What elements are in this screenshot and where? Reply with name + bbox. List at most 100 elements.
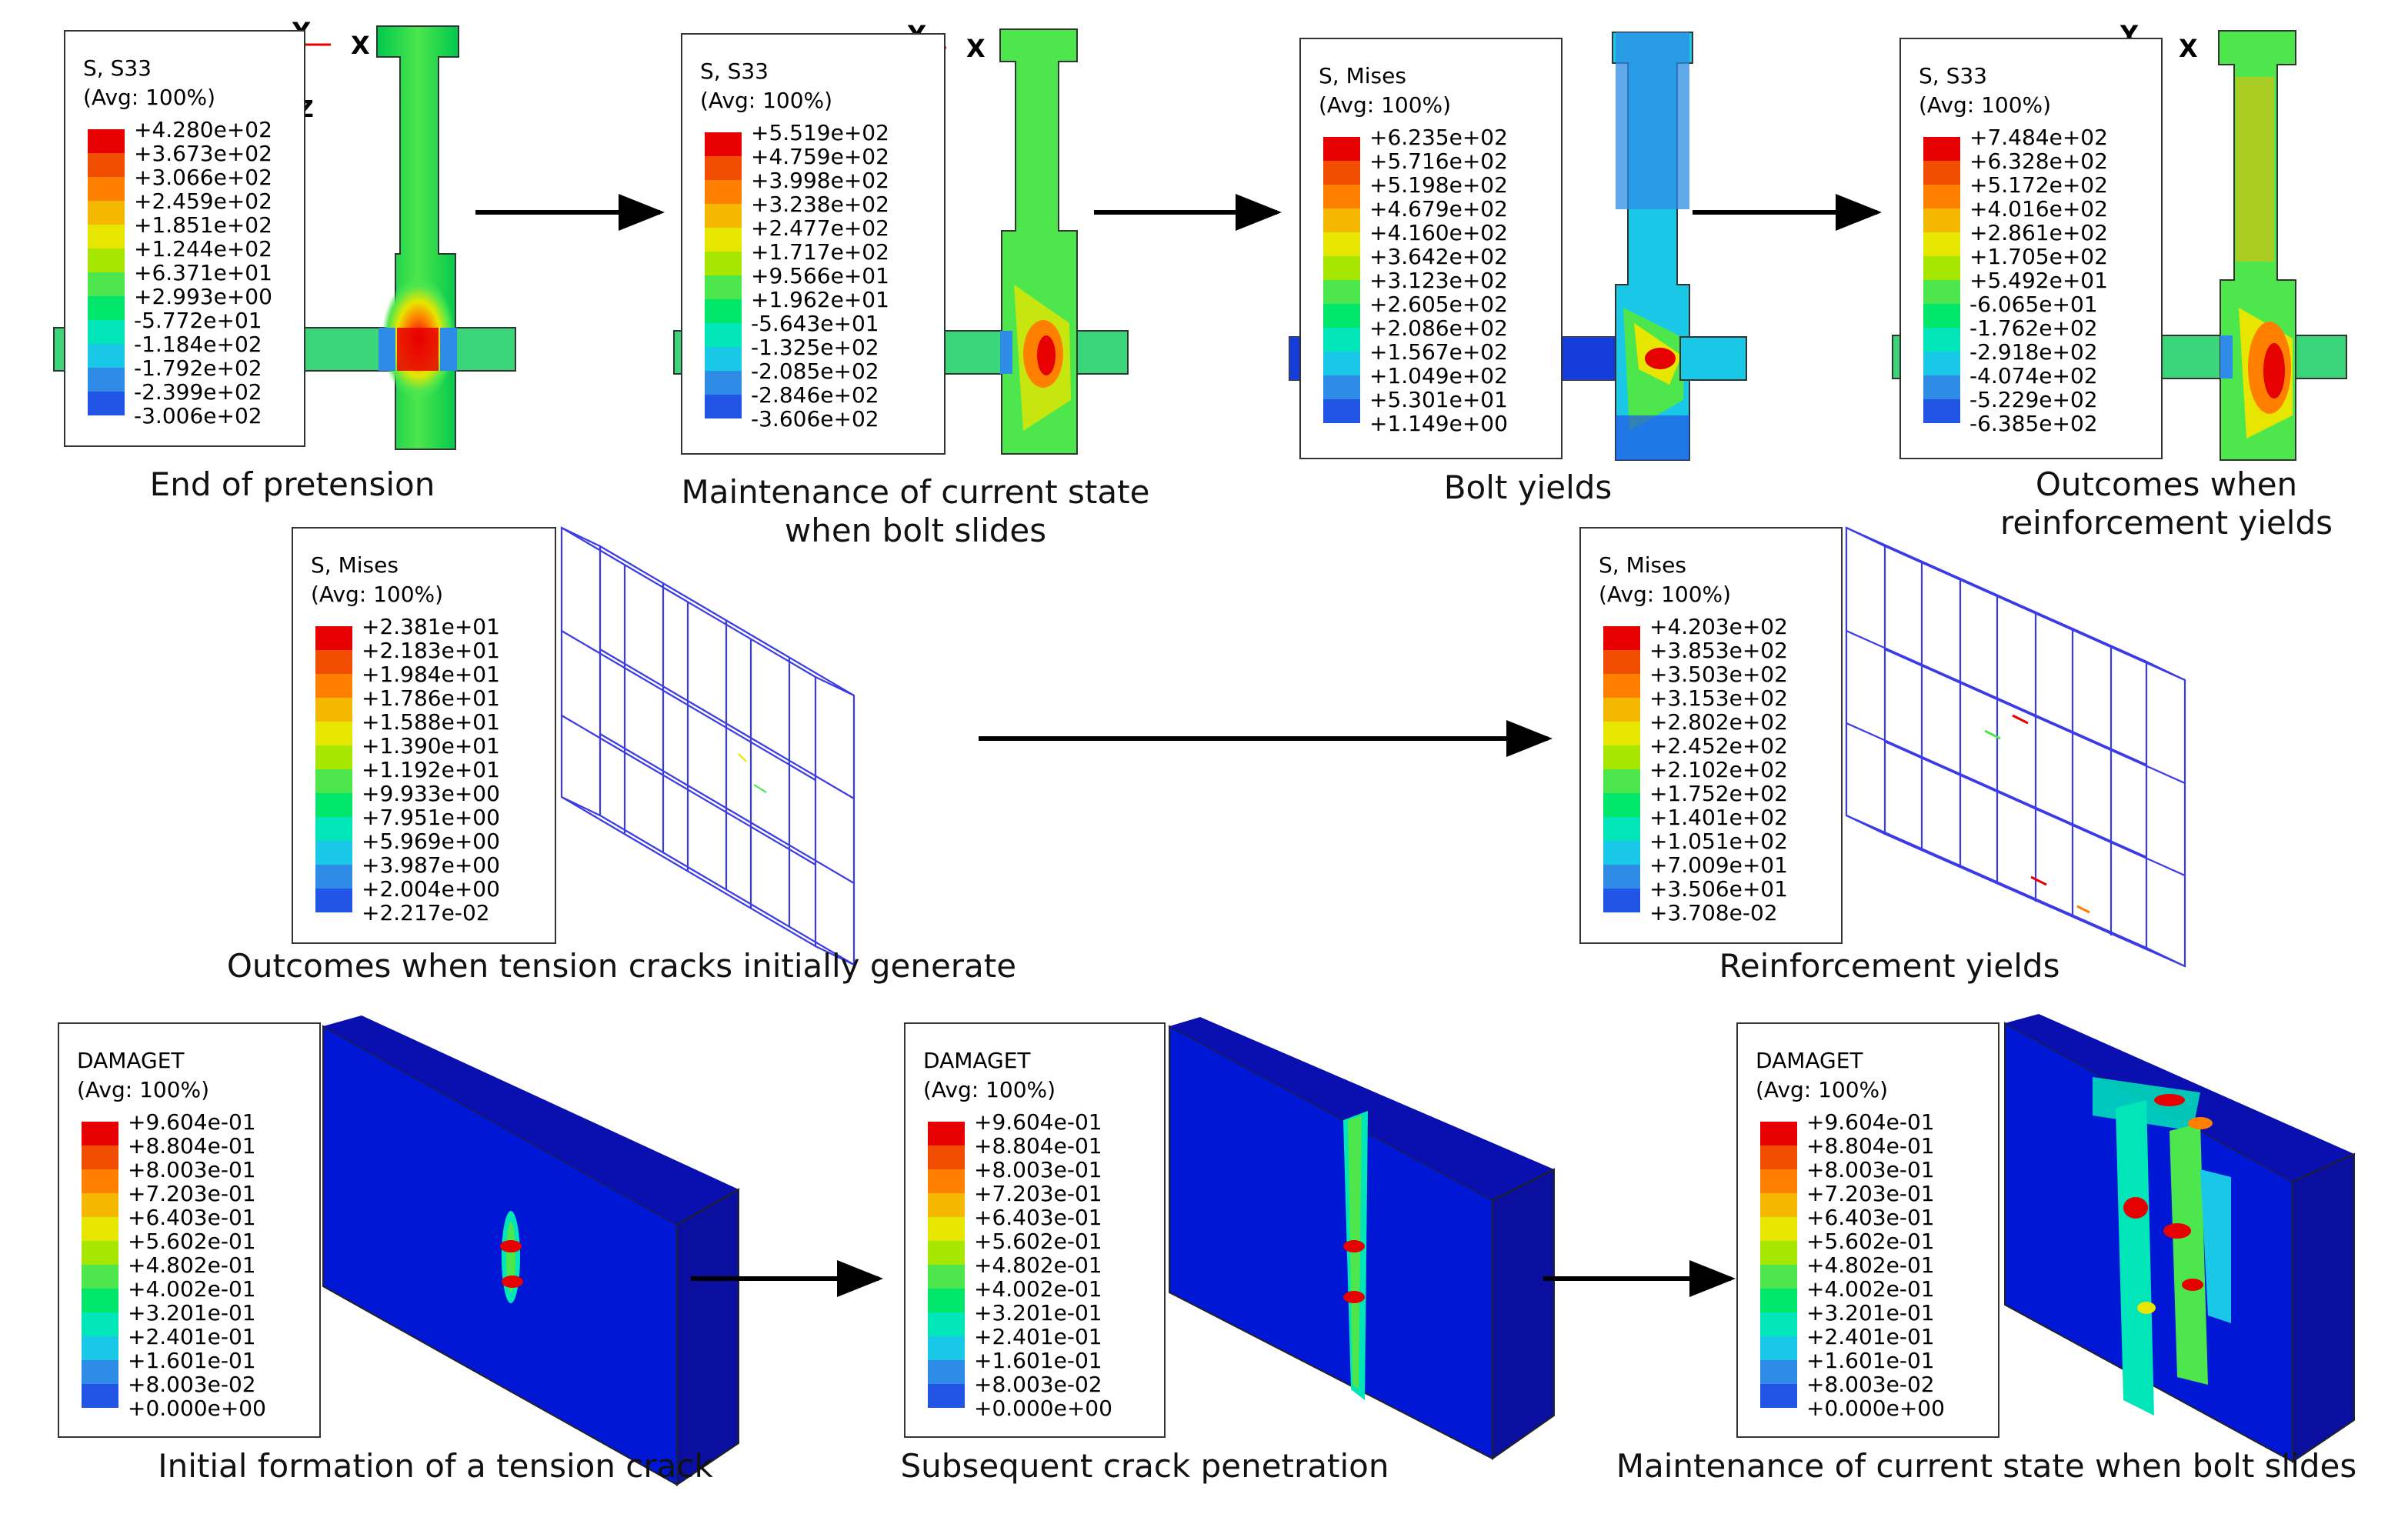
legend-value: -2.085e+02 xyxy=(751,358,879,384)
legend-swatch xyxy=(1760,1122,1797,1146)
process-arrows xyxy=(475,194,1882,1297)
legend-avg-note: (Avg: 100%) xyxy=(1319,92,1451,118)
legend-swatch xyxy=(315,841,352,865)
legend-value: +6.403e-01 xyxy=(128,1205,256,1230)
legend-value: +0.000e+00 xyxy=(1806,1396,1945,1421)
legend-value: -6.065e+01 xyxy=(1969,292,2098,317)
legend-swatch xyxy=(82,1289,118,1312)
legend-swatch xyxy=(928,1265,965,1289)
legend-swatch xyxy=(1923,256,1960,280)
legend-avg-note: (Avg: 100%) xyxy=(700,88,832,113)
legend-swatch xyxy=(705,204,742,228)
concrete-block-3 xyxy=(2004,1014,2355,1463)
legend-mid_row-0: S, Mises(Avg: 100%)+2.381e+01+2.183e+01+… xyxy=(292,527,556,944)
legend-swatch xyxy=(82,1312,118,1336)
legend-value: +8.003e-01 xyxy=(1806,1157,1935,1182)
legend-mid_row-1: S, Mises(Avg: 100%)+4.203e+02+3.853e+02+… xyxy=(1579,527,1843,944)
legend-value: +3.642e+02 xyxy=(1369,244,1508,269)
legend-value: +1.851e+02 xyxy=(134,212,272,238)
legend-swatch xyxy=(88,344,125,368)
legend-title: DAMAGET xyxy=(923,1048,1031,1073)
caption-top-1: End of pretension xyxy=(150,465,435,503)
legend-swatch xyxy=(1760,1265,1797,1289)
caption-mid-1: Outcomes when tension cracks initially g… xyxy=(227,947,1016,985)
legend-swatch xyxy=(1923,208,1960,232)
legend-swatch xyxy=(1923,161,1960,185)
legend-swatch xyxy=(1923,185,1960,208)
legend-swatch xyxy=(1760,1289,1797,1312)
legend-value: +4.802e-01 xyxy=(974,1252,1102,1278)
legend-swatch xyxy=(1323,328,1360,352)
legend-swatch xyxy=(705,275,742,299)
legend-value: +1.717e+02 xyxy=(751,239,889,265)
legend-top_row-0: S, S33(Avg: 100%)+4.280e+02+3.673e+02+3.… xyxy=(64,30,305,447)
legend-value: +1.192e+01 xyxy=(362,757,500,782)
legend-value: +9.604e-01 xyxy=(128,1109,256,1135)
legend-swatch xyxy=(1323,304,1360,328)
legend-swatch xyxy=(1923,304,1960,328)
legend-swatch xyxy=(315,793,352,817)
legend-value: +5.602e-01 xyxy=(128,1229,256,1254)
legend-value: +2.605e+02 xyxy=(1369,292,1508,317)
legend-swatch xyxy=(82,1193,118,1217)
legend-swatch xyxy=(82,1241,118,1265)
legend-value: +3.238e+02 xyxy=(751,192,889,217)
legend-value: +1.601e-01 xyxy=(128,1348,256,1373)
legend-swatch xyxy=(1760,1146,1797,1169)
legend-value: +4.002e-01 xyxy=(974,1276,1102,1302)
legend-swatch xyxy=(1603,674,1640,698)
legend-value: +7.203e-01 xyxy=(128,1181,256,1206)
legend-swatch xyxy=(1923,399,1960,423)
legend-value: +8.003e-01 xyxy=(128,1157,256,1182)
legend-value: +2.459e+02 xyxy=(134,188,272,214)
legend-swatch xyxy=(88,392,125,415)
legend-swatch xyxy=(88,177,125,201)
concrete-block-2 xyxy=(1169,1017,1555,1460)
legend-value: +9.566e+01 xyxy=(751,263,889,288)
legend-swatch xyxy=(1760,1241,1797,1265)
legend-swatch xyxy=(1323,137,1360,161)
legend-value: +0.000e+00 xyxy=(128,1396,266,1421)
legend-swatch xyxy=(928,1312,965,1336)
legend-swatch xyxy=(1923,232,1960,256)
legend-top_row-2: S, Mises(Avg: 100%)+6.235e+02+5.716e+02+… xyxy=(1299,38,1563,459)
legend-swatch xyxy=(928,1289,965,1312)
legend-value: +4.679e+02 xyxy=(1369,196,1508,222)
legend-value: +1.401e+02 xyxy=(1649,805,1788,830)
legend-value: +1.601e-01 xyxy=(974,1348,1102,1373)
legend-value: +4.203e+02 xyxy=(1649,614,1788,639)
legend-value: +1.051e+02 xyxy=(1649,829,1788,854)
legend-swatch xyxy=(705,180,742,204)
legend-value: +4.280e+02 xyxy=(134,117,272,142)
legend-value: +3.987e+00 xyxy=(362,852,500,878)
legend-value: +7.484e+02 xyxy=(1969,125,2108,150)
legend-swatch xyxy=(88,129,125,153)
legend-swatch xyxy=(1603,745,1640,769)
legend-swatch xyxy=(1760,1384,1797,1408)
legend-swatch xyxy=(1760,1312,1797,1336)
legend-swatch xyxy=(705,156,742,180)
legend-value: +7.951e+00 xyxy=(362,805,500,830)
caption-mid-2: Reinforcement yields xyxy=(1719,947,2060,985)
legend-swatch xyxy=(928,1384,965,1408)
legend-avg-note: (Avg: 100%) xyxy=(311,582,443,607)
legend-swatch xyxy=(82,1217,118,1241)
legend-value: +2.401e-01 xyxy=(1806,1324,1935,1349)
legend-value: -1.792e+02 xyxy=(134,355,262,381)
legend-swatch xyxy=(88,296,125,320)
legend-swatch xyxy=(82,1146,118,1169)
legend-swatch xyxy=(315,817,352,841)
rebar-cage-1 xyxy=(560,526,855,966)
legend-title: S, S33 xyxy=(1919,63,1987,88)
legend-swatch xyxy=(1603,650,1640,674)
legend-swatch xyxy=(1323,185,1360,208)
legend-value: +8.003e-01 xyxy=(974,1157,1102,1182)
legend-swatch xyxy=(82,1360,118,1384)
legend-swatch xyxy=(1603,865,1640,889)
rebar-cage-2 xyxy=(1845,526,2186,968)
legend-swatch xyxy=(315,650,352,674)
legend-value: +2.217e-02 xyxy=(362,900,490,925)
legend-value: +6.403e-01 xyxy=(974,1205,1102,1230)
legend-value: +6.403e-01 xyxy=(1806,1205,1935,1230)
legend-swatch xyxy=(1603,698,1640,722)
